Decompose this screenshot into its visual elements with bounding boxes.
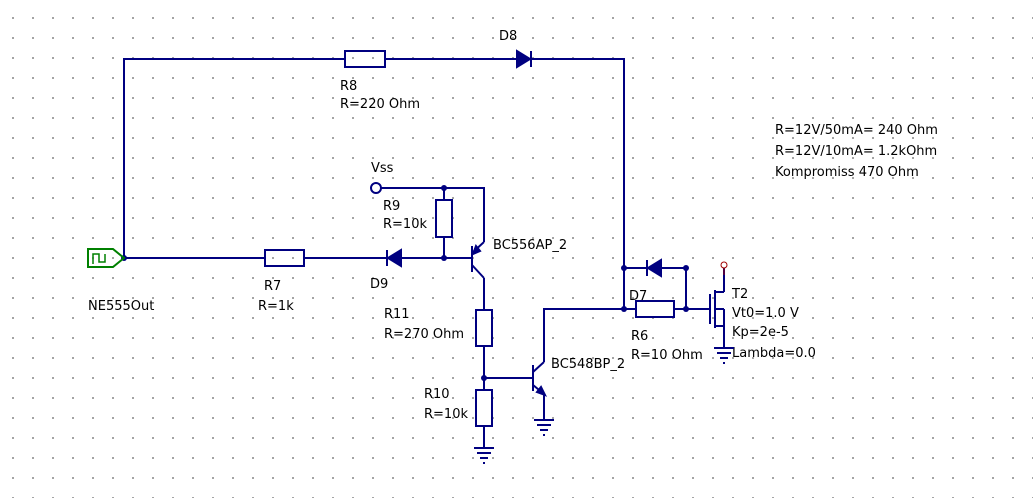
r11-value: R=270 Ohm [384,327,464,342]
vss-name: Vss [371,161,394,176]
t2-kp: Kp=2e-5 [732,325,789,340]
resistor-r6[interactable]: R6 R=10 Ohm [631,300,703,363]
wire-top-left [123,58,345,258]
note-line-3: Kompromiss 470 Ohm [775,165,919,180]
q2-name: BC548BP_2 [551,357,625,372]
junction-dot [481,375,487,381]
q1-name: BC556AP_2 [493,238,567,253]
diode-d7[interactable]: D7 [629,258,662,304]
r8-value: R=220 Ohm [340,97,420,112]
ground-icon [534,419,554,436]
r8-name: R8 [340,79,357,94]
wire-d8-right [532,58,625,309]
wire-vss [381,187,485,242]
notes-text: R=12V/50mA= 240 Ohm R=12V/10mA= 1.2kOhm … [775,123,938,180]
note-line-1: R=12V/50mA= 240 Ohm [775,123,938,138]
wire-q2-collector [543,308,636,362]
diode-d9[interactable]: D9 [370,248,402,292]
note-line-2: R=12V/10mA= 1.2kOhm [775,144,937,159]
r11-name: R11 [384,307,410,322]
source-ne555out[interactable]: NE555Out [87,248,154,314]
resistor-r11[interactable]: R11 R=270 Ohm [384,307,493,347]
r7-name: R7 [264,279,281,294]
d8-name: D8 [499,29,517,44]
junction-dot [621,306,627,312]
resistor-r7[interactable]: R7 R=1k [258,249,305,314]
r9-value: R=10k [383,217,427,232]
junction-dot [621,265,627,271]
resistor-r9[interactable]: R9 R=10k [383,199,453,238]
d9-name: D9 [370,277,388,292]
resistor-r10[interactable]: R10 R=10k [424,387,493,427]
ground-icon [474,447,494,464]
r6-value: R=10 Ohm [631,348,703,363]
junction-dot [441,185,447,191]
transistor-q1[interactable]: BC556AP_2 [471,238,567,279]
r6-name: R6 [631,329,648,344]
mosfet-t2[interactable]: T2 Vt0=1.0 V Kp=2e-5 Lambda=0.0 [705,261,816,361]
junction-dot [683,265,689,271]
t2-lambda: Lambda=0.0 [732,346,816,361]
junction-dot [441,255,447,261]
source-name: NE555Out [88,299,154,314]
probe-icon [720,261,728,269]
transistor-q2[interactable]: BC548BP_2 [532,357,625,397]
diode-d8[interactable]: D8 [499,29,532,69]
r10-name: R10 [424,387,450,402]
t2-vt0: Vt0=1.0 V [732,306,799,321]
junctions [121,185,689,381]
r9-name: R9 [383,199,400,214]
resistor-r8[interactable]: R8 R=220 Ohm [340,50,420,112]
t2-name: T2 [731,287,748,302]
r10-value: R=10k [424,407,468,422]
ground-icon [714,347,734,364]
junction-dot [683,306,689,312]
terminal-vss[interactable]: Vss [370,161,394,194]
r7-value: R=1k [258,299,294,314]
